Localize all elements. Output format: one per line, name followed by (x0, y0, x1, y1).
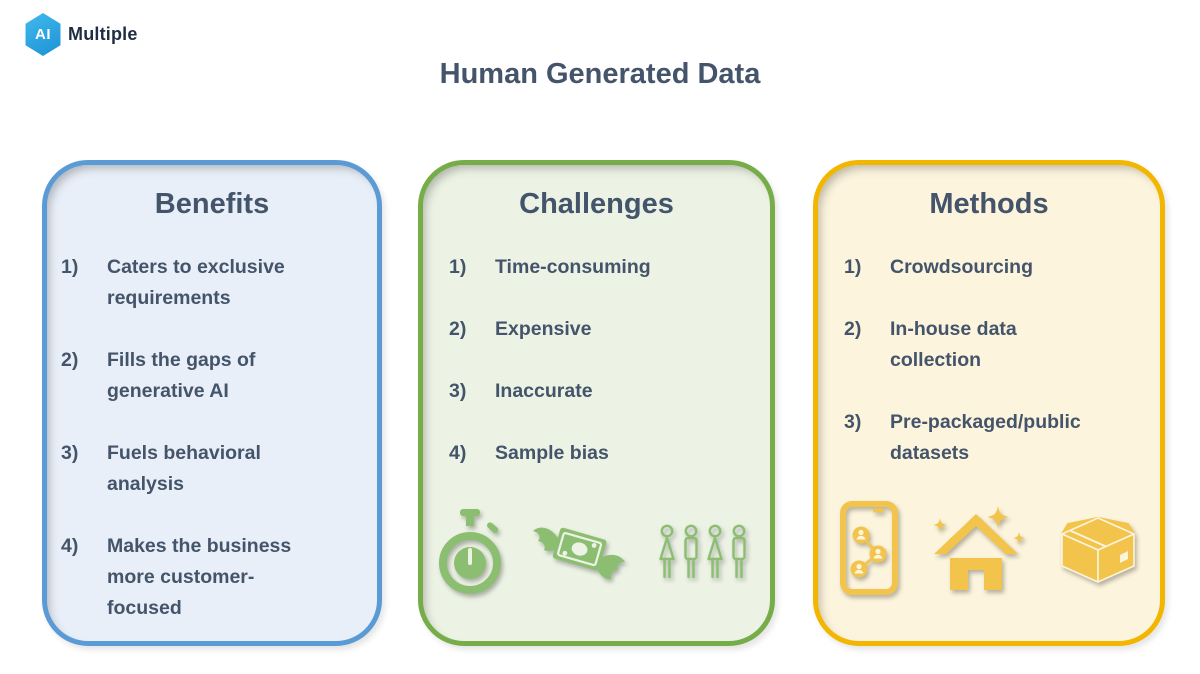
item-text: Fuels behavioral analysis (107, 442, 261, 495)
item-number: 1) (61, 256, 79, 278)
item-number: 1) (449, 256, 467, 278)
item-number: 2) (61, 349, 79, 371)
item-text: Inaccurate (495, 380, 593, 402)
list-item: 2) In-house data collection (844, 314, 1154, 376)
item-text: Pre-packaged/public datasets (890, 411, 1081, 464)
winged-money-icon (532, 527, 625, 580)
list-item: 1) Time-consuming (449, 252, 764, 283)
item-number: 3) (844, 411, 862, 433)
card-challenges: Challenges 1) Time-consuming 2) Expensiv… (418, 160, 775, 646)
item-text: Caters to exclusive requirements (107, 256, 285, 309)
list-item: 2) Fills the gaps of generative AI (61, 345, 371, 407)
card-challenges-title: Challenges (519, 188, 674, 220)
list-item: 3) Fuels behavioral analysis (61, 438, 371, 500)
brand-text: Multiple (68, 24, 138, 44)
phone-share-icon (840, 501, 898, 595)
benefits-list: 1) Caters to exclusive requirements 2) F… (47, 252, 377, 624)
item-number: 3) (449, 380, 467, 402)
list-item: 2) Expensive (449, 314, 764, 345)
item-number: 2) (449, 318, 467, 340)
people-group-icon (658, 524, 746, 579)
list-item: 1) Crowdsourcing (844, 252, 1154, 283)
card-methods: Methods 1) Crowdsourcing 2) In-house dat… (813, 160, 1165, 646)
list-item: 1) Caters to exclusive requirements (61, 252, 371, 314)
item-text: In-house data collection (890, 318, 1017, 371)
package-box-icon (1061, 517, 1135, 583)
stopwatch-icon (438, 509, 501, 594)
item-text: Time-consuming (495, 256, 651, 278)
page-title: Human Generated Data (439, 58, 761, 90)
item-number: 4) (61, 535, 79, 557)
list-item: 3) Inaccurate (449, 376, 764, 407)
challenges-icons (423, 509, 770, 595)
logo-hexagon-label: AI (35, 26, 51, 43)
item-number: 3) (61, 442, 79, 464)
house-sparkles-icon (933, 506, 1026, 590)
methods-list: 1) Crowdsourcing 2) In-house data collec… (818, 252, 1160, 469)
challenges-list: 1) Time-consuming 2) Expensive 3) Inaccu… (423, 252, 770, 469)
logo-hexagon-icon: AI (25, 13, 61, 56)
list-item: 3) Pre-packaged/public datasets (844, 407, 1154, 469)
list-item: 4) Sample bias (449, 438, 764, 469)
item-text: Expensive (495, 318, 592, 340)
methods-icons (818, 501, 1160, 595)
list-item: 4) Makes the business more customer-focu… (61, 531, 371, 624)
item-text: Crowdsourcing (890, 256, 1034, 278)
card-benefits: Benefits 1) Caters to exclusive requirem… (42, 160, 382, 646)
logo: AI Multiple (24, 13, 138, 56)
item-text: Fills the gaps of generative AI (107, 349, 256, 402)
item-number: 4) (449, 442, 467, 464)
item-number: 1) (844, 256, 862, 278)
card-methods-title: Methods (929, 188, 1049, 220)
item-text: Makes the business more customer-focused (107, 535, 292, 619)
item-text: Sample bias (495, 442, 609, 464)
card-benefits-title: Benefits (154, 188, 270, 220)
item-number: 2) (844, 318, 862, 340)
